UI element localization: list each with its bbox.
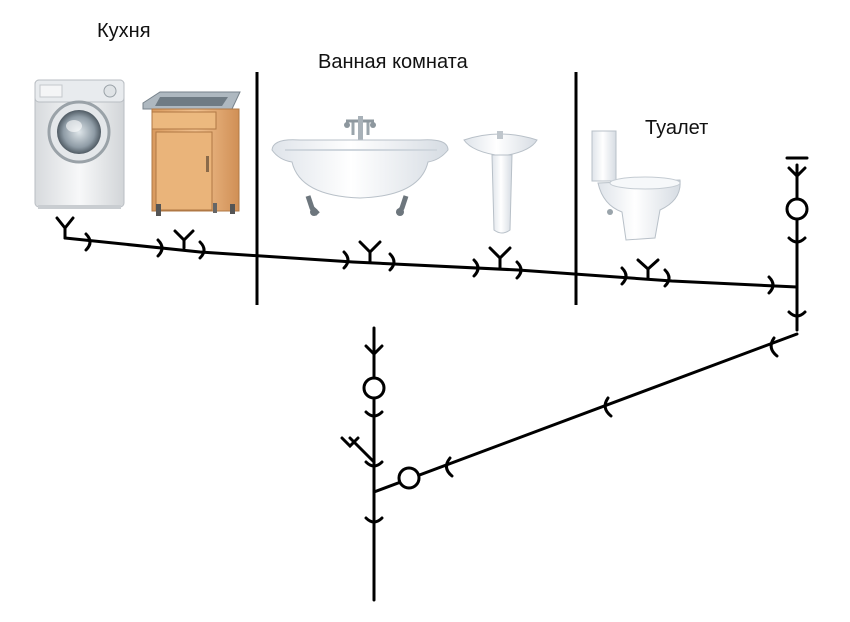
socket-joint [603, 396, 613, 418]
socket-joint [787, 236, 807, 244]
branch-end-funnel [340, 436, 360, 449]
socket-joint [787, 310, 807, 318]
socket-joint [515, 260, 523, 280]
kitchen-sink-cabinet [142, 91, 241, 216]
socket-joint [472, 258, 480, 278]
socket-joint [445, 456, 454, 478]
socket-joint [364, 410, 384, 418]
room-label-bathroom: Ванная комната [318, 51, 468, 73]
toilet-bowl [591, 130, 681, 241]
washbasin-outlet [488, 246, 512, 271]
sink-outlet [173, 229, 195, 250]
horizontal-collector-pipe [63, 236, 799, 289]
cleanouts [362, 197, 809, 490]
socket-joint [156, 238, 164, 258]
bathtub [271, 116, 449, 216]
socket-joint [364, 460, 384, 468]
socket-joint [388, 252, 396, 272]
room-label-kitchen: Кухня [97, 20, 151, 42]
bathtub-outlet [358, 240, 382, 264]
socket-joints [84, 232, 807, 524]
socket-joint [767, 275, 775, 295]
socket-joint [84, 232, 92, 252]
stack-top-funnel [364, 344, 384, 357]
socket-joint [769, 336, 779, 358]
washing-machine [34, 79, 125, 209]
cleanout-circle [362, 376, 386, 400]
socket-joint [364, 516, 384, 524]
socket-joint [663, 268, 671, 288]
cleanout-circle [397, 466, 421, 490]
room-label-toilet: Туалет [645, 117, 709, 139]
cleanout-circle [785, 197, 809, 221]
fixture-outlets [55, 156, 809, 449]
pedestal-washbasin [463, 131, 538, 234]
riser-top-funnel [787, 166, 807, 179]
socket-joint [342, 250, 350, 270]
toilet-outlet [636, 258, 660, 281]
sloped-drain-pipe [372, 332, 799, 494]
socket-joint [198, 240, 206, 260]
drain-pipe-system [63, 163, 799, 602]
washer-outlet [55, 216, 75, 240]
socket-joint [620, 266, 628, 286]
